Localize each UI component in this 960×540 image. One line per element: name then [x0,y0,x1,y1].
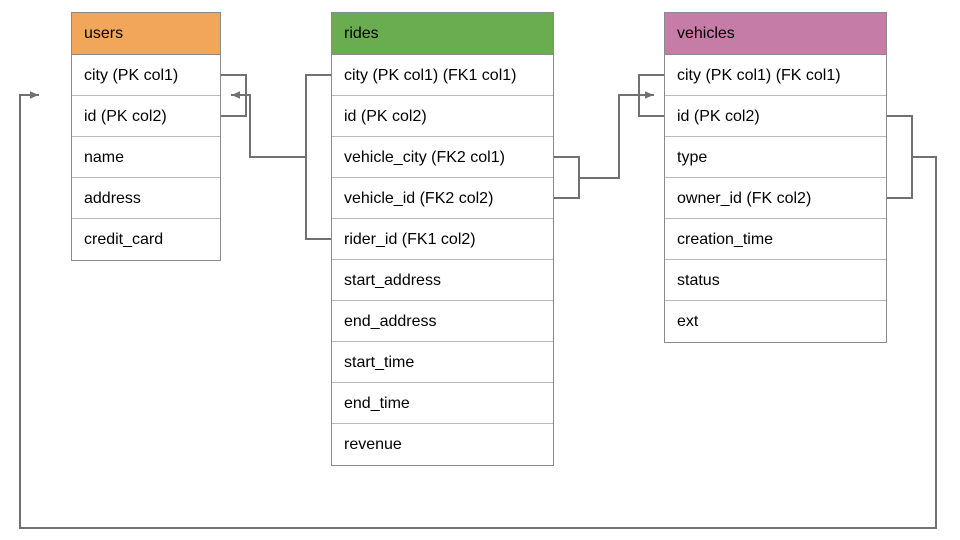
edge-rides-to-users-stem [249,94,307,158]
entity-rides[interactable]: rides city (PK col1) (FK1 col1) id (PK c… [331,12,554,466]
entity-rides-column-start-address[interactable]: start_address [332,260,553,301]
entity-rides-column-vehicle-id[interactable]: vehicle_id (FK2 col2) [332,178,553,219]
entity-rides-column-revenue[interactable]: revenue [332,424,553,465]
entity-vehicles-column-status[interactable]: status [665,260,886,301]
edge-rides-to-vehicles-stem [578,94,620,179]
entity-users-column-name[interactable]: name [72,137,220,178]
entity-users-column-credit-card[interactable]: credit_card [72,219,220,260]
edge-vehicles-to-users-bracket-right [886,115,913,199]
entity-rides-column-city[interactable]: city (PK col1) (FK1 col1) [332,55,553,96]
entity-rides-column-start-time[interactable]: start_time [332,342,553,383]
edge-rides-to-vehicles-bracket-right [553,156,580,199]
entity-rides-column-vehicle-city[interactable]: vehicle_city (FK2 col1) [332,137,553,178]
entity-vehicles-title: vehicles [665,13,886,55]
edge-rides-to-users-bracket-right [305,74,332,240]
entity-vehicles-column-type[interactable]: type [665,137,886,178]
entity-users-column-address[interactable]: address [72,178,220,219]
entity-users-title: users [72,13,220,55]
entity-rides-column-end-address[interactable]: end_address [332,301,553,342]
entity-rides-column-end-time[interactable]: end_time [332,383,553,424]
entity-vehicles-column-id[interactable]: id (PK col2) [665,96,886,137]
edge-users-left-bracket-in [220,74,247,117]
edge-vehicles-left-bracket-in [638,74,665,117]
entity-vehicles-column-city[interactable]: city (PK col1) (FK col1) [665,55,886,96]
entity-users[interactable]: users city (PK col1) id (PK col2) name a… [71,12,221,261]
entity-rides-column-id[interactable]: id (PK col2) [332,96,553,137]
entity-vehicles-column-creation-time[interactable]: creation_time [665,219,886,260]
entity-rides-title: rides [332,13,553,55]
entity-vehicles-column-ext[interactable]: ext [665,301,886,342]
entity-vehicles[interactable]: vehicles city (PK col1) (FK col1) id (PK… [664,12,887,343]
entity-users-column-city[interactable]: city (PK col1) [72,55,220,96]
entity-users-column-id[interactable]: id (PK col2) [72,96,220,137]
entity-vehicles-column-owner-id[interactable]: owner_id (FK col2) [665,178,886,219]
entity-rides-column-rider-id[interactable]: rider_id (FK1 col2) [332,219,553,260]
